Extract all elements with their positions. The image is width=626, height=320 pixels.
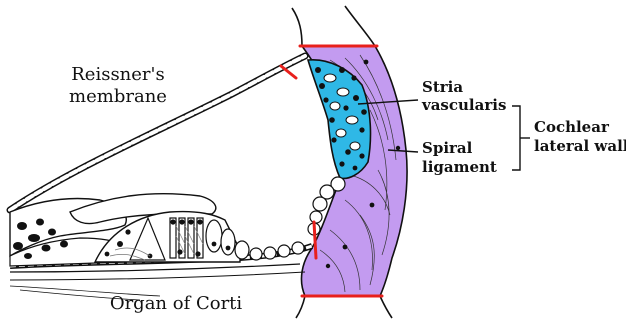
- label-organ-of-corti: Organ of Corti: [110, 293, 243, 314]
- cochlear-bracket: [512, 106, 520, 170]
- label-reissner-line2: membrane: [69, 86, 167, 107]
- label-cochlear-line2: lateral wall: [534, 137, 626, 155]
- label-spiral-line2: ligament: [422, 158, 497, 176]
- label-cochlear-line1: Cochlear: [534, 118, 610, 136]
- boundary-marker-basilar: [314, 222, 316, 258]
- label-stria-line1: Stria: [422, 78, 463, 96]
- label-reissner-line1: Reissner's: [71, 64, 164, 85]
- label-spiral-line1: Spiral: [422, 139, 473, 157]
- label-stria-line2: vascularis: [421, 96, 506, 114]
